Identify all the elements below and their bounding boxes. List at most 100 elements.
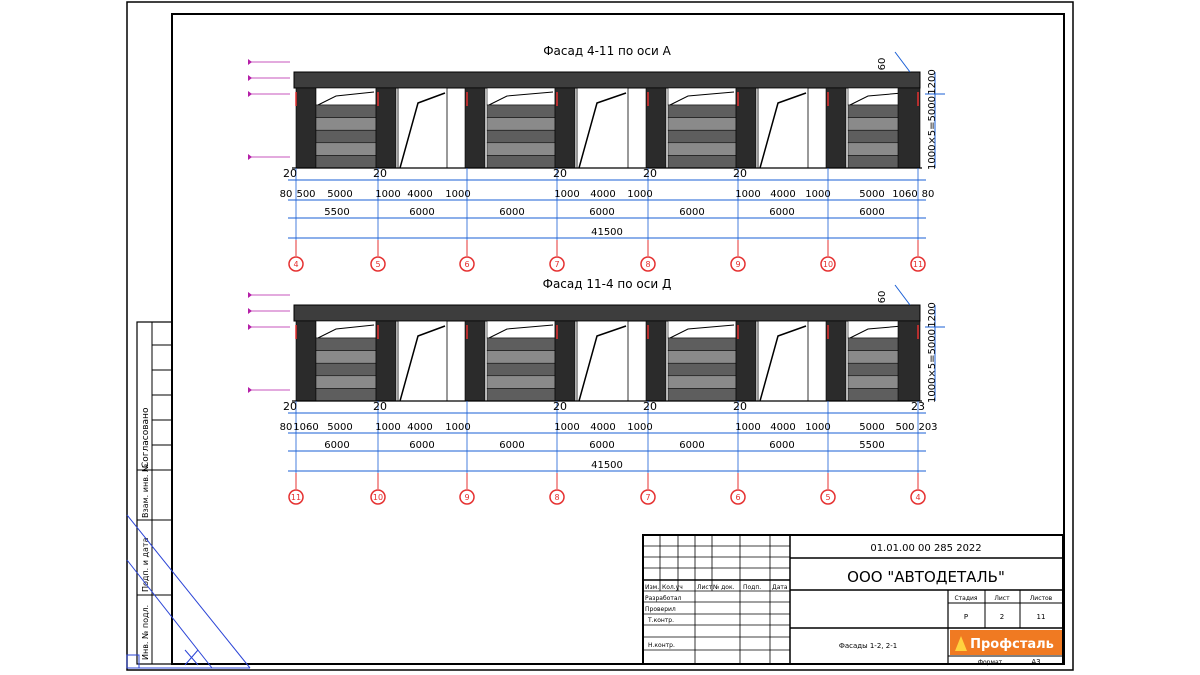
dim-row2: 1060 [293, 422, 318, 433]
level-arrow [248, 59, 252, 65]
wall-panel [667, 388, 737, 402]
panel-gap [667, 87, 737, 106]
blue-overlay-lines [126, 514, 251, 669]
top-right-dim: 60 [877, 291, 888, 304]
dim-row2: 1000 [554, 422, 579, 433]
level-arrow [248, 91, 252, 97]
dim-20: 20 [643, 400, 657, 413]
level-arrow [248, 154, 252, 160]
column-block [464, 320, 486, 402]
dim-row2: 1000 [445, 422, 470, 433]
axis-bubble [370, 489, 386, 505]
dim-20: 20 [283, 400, 297, 413]
gate-line [578, 325, 627, 402]
axis-bubble [640, 256, 656, 272]
wall-panel [315, 142, 377, 156]
column-block [295, 87, 317, 169]
company-name: ООО "АВТОДЕТАЛЬ" [847, 568, 1005, 586]
gate-opening [576, 87, 629, 169]
wall-panel [667, 129, 737, 144]
dim-row2: 1000 [805, 422, 830, 433]
axis-bubble [549, 489, 565, 505]
wall-panel [667, 142, 737, 156]
dim-row2: 4000 [590, 422, 615, 433]
gate-opening [757, 320, 809, 402]
wall-panel [315, 388, 377, 402]
dim-row2: 1000 [627, 422, 652, 433]
axis-label: 4 [915, 493, 920, 502]
gate-line [759, 325, 807, 402]
panel-gap [667, 320, 737, 339]
dim-row2: 1000 [375, 422, 400, 433]
dim-row2: 1000 [735, 189, 760, 200]
top-right-leader [894, 51, 911, 73]
wall-panel [486, 350, 556, 364]
dim-row2: 1000 [375, 189, 400, 200]
sheet-value: 2 [1000, 613, 1004, 621]
sheets-label: Листов [1030, 595, 1053, 602]
axis-label: 7 [554, 260, 559, 269]
outer-frame [126, 1, 1074, 671]
axis-bubble [640, 489, 656, 505]
dim-row3: 6000 [409, 440, 434, 451]
right-top-dim: 1200 [927, 69, 938, 94]
dim-row3: 6000 [679, 207, 704, 218]
dim-row3: 6000 [499, 440, 524, 451]
wall-panel [315, 375, 377, 389]
wall-panel [486, 337, 556, 351]
replace-inv-label: Взам. инв. № [141, 463, 150, 518]
axis-label: 8 [554, 493, 559, 502]
dim-row3: 6000 [589, 440, 614, 451]
wall-panel [315, 129, 377, 144]
dim-row2: 4000 [770, 422, 795, 433]
dim-row2: 80 [280, 422, 293, 433]
axis-label: 6 [735, 493, 740, 502]
facade-title: Фасад 11-4 по оси Д [543, 277, 672, 291]
column-block [375, 87, 397, 169]
dim-row2: 80 [280, 189, 293, 200]
slope-line [669, 324, 735, 339]
axis-bubble [549, 256, 565, 272]
dim-row2: 1000 [627, 189, 652, 200]
role-tcontrol: Т.контр. [647, 617, 674, 624]
level-arrow [248, 387, 252, 393]
column-block [897, 320, 921, 402]
top-right-leader [894, 284, 911, 306]
sign-date-label: Подп. и дата [141, 537, 150, 592]
wall-panel [667, 337, 737, 351]
stage-label: Стадия [954, 595, 977, 602]
wall-panel [315, 362, 377, 377]
dim-20: 20 [553, 400, 567, 413]
wall-panel [486, 129, 556, 144]
dim-row2: 80 [922, 189, 935, 200]
axis-label: 11 [913, 260, 923, 269]
agreed-label: Согласовано [141, 407, 151, 468]
axis-bubble [370, 256, 386, 272]
dim-row2: 500 [895, 422, 914, 433]
dim-row3: 6000 [589, 207, 614, 218]
axis-bubble [459, 256, 475, 272]
dim-row3: 5500 [324, 207, 349, 218]
level-arrow [248, 292, 252, 298]
column-block [554, 87, 576, 169]
column-block [645, 87, 667, 169]
dim-row3: 6000 [409, 207, 434, 218]
dim-row2: 1000 [735, 422, 760, 433]
column-block [735, 87, 757, 169]
gate-line [759, 92, 807, 169]
dim-row3: 6000 [769, 207, 794, 218]
col-ndok: № док. [713, 584, 735, 591]
format-label: Формат [978, 659, 1003, 666]
wall-panel [486, 375, 556, 389]
dim-row3: 6000 [324, 440, 349, 451]
dim-row2: 4000 [407, 189, 432, 200]
axis-label: 7 [645, 493, 650, 502]
wall-panel [315, 155, 377, 169]
dim-total: 41500 [591, 227, 623, 238]
wall-panel [315, 337, 377, 351]
dim-row2: 203 [918, 422, 937, 433]
axis-bubble [730, 489, 746, 505]
